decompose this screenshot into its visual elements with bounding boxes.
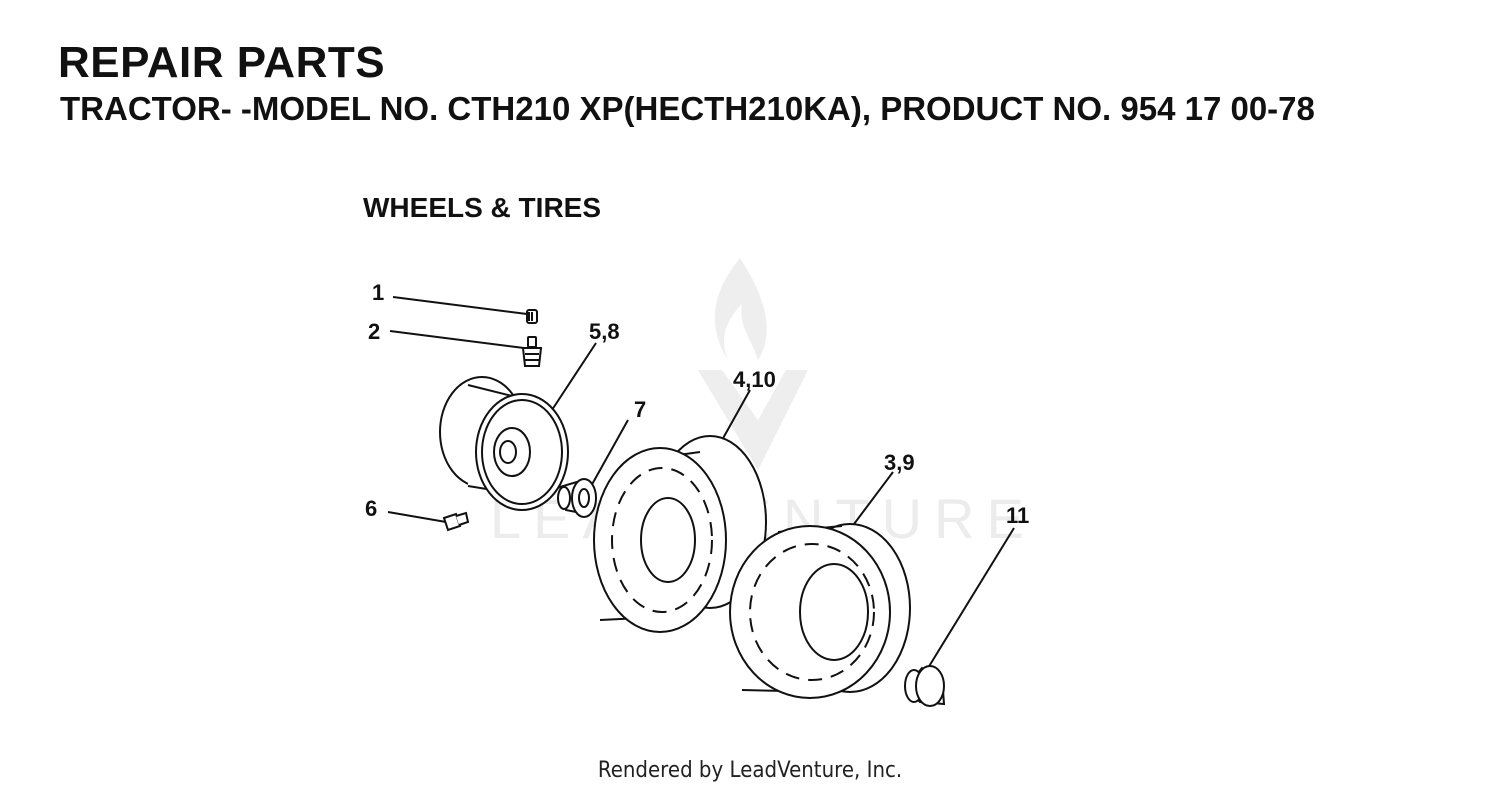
bushing-part — [557, 478, 597, 518]
rear-tire-part — [729, 523, 911, 699]
callout-5-8: 5,8 — [589, 319, 620, 344]
v-logo-icon — [698, 370, 808, 470]
leader-lines — [387, 296, 1015, 669]
page-title: REPAIR PARTS — [58, 38, 386, 87]
callout-2: 2 — [368, 319, 380, 344]
hub-cap-part — [904, 665, 946, 707]
callout-11: 11 — [1006, 503, 1029, 528]
callout-3-9: 3,9 — [884, 450, 915, 475]
callout-4-10: 4,10 — [733, 367, 776, 392]
callout-1: 1 — [372, 280, 384, 305]
footer-credit: Rendered by LeadVenture, Inc. — [597, 758, 903, 783]
valve-cap-part — [526, 309, 538, 324]
front-tire-part — [593, 435, 767, 633]
wheel-rim-part — [439, 376, 569, 511]
bolt-part — [442, 511, 470, 532]
callout-6: 6 — [365, 496, 377, 521]
flame-logo-icon — [714, 258, 767, 360]
callout-7: 7 — [634, 397, 646, 422]
section-title: WHEELS & TIRES — [363, 192, 602, 223]
model-subtitle: TRACTOR- -MODEL NO. CTH210 XP(HECTH210KA… — [60, 90, 1315, 127]
valve-stem-part — [521, 336, 543, 367]
